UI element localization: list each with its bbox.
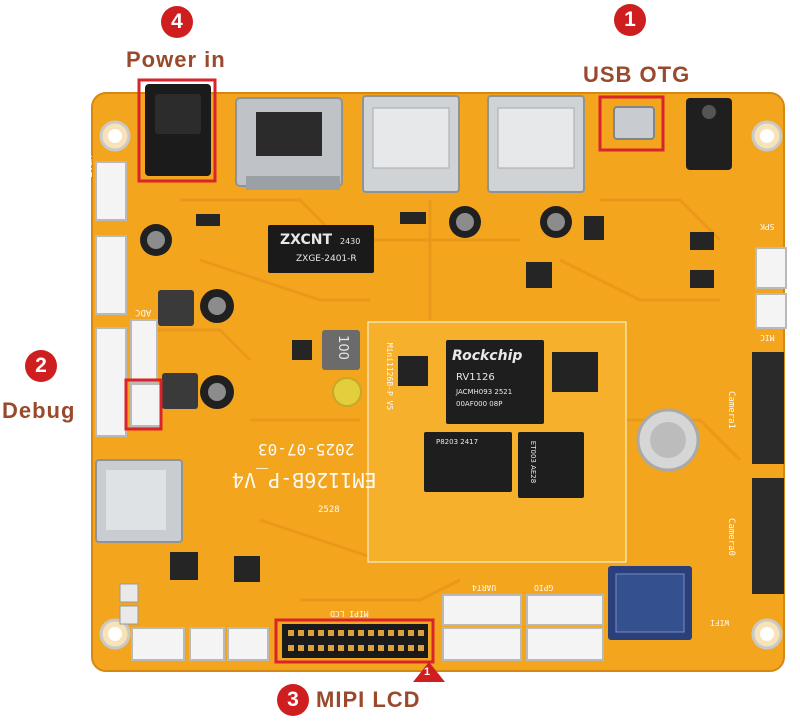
mipi-lcd-header bbox=[282, 624, 428, 658]
callout-power-in-label: Power in bbox=[126, 47, 226, 72]
memory-part-text: P8203 2417 bbox=[436, 438, 479, 446]
micro-usb-port bbox=[613, 106, 655, 140]
magnetics-brand-text: ZXCNT bbox=[280, 232, 332, 248]
pin1-marker-label: 1 bbox=[424, 666, 431, 678]
vbat-silkscreen: VBAT+ bbox=[82, 155, 93, 183]
callout-2-badge: 2 bbox=[25, 350, 57, 382]
spk-silkscreen: SPK bbox=[760, 222, 775, 231]
callout-mipi-lcd-label: MIPI LCD bbox=[316, 687, 421, 712]
soc-part-text: RV1126 bbox=[456, 372, 495, 383]
magnetics-code-text: 2430 bbox=[340, 237, 361, 246]
capacitors bbox=[140, 206, 572, 409]
som-label-silkscreen: Mini1126B-P V5 bbox=[385, 342, 395, 411]
emmc-chip bbox=[518, 432, 584, 498]
gpio-silkscreen: GPIO bbox=[534, 583, 554, 592]
callout-usb-otg-label: USB OTG bbox=[583, 62, 691, 87]
callout-3-badge: 3 bbox=[277, 684, 309, 716]
callout-1-badge: 1 bbox=[614, 4, 646, 36]
emmc-part-text: ET003 AE28 bbox=[529, 440, 538, 484]
mounting-holes bbox=[99, 120, 783, 650]
magnetics-part-text: ZXGE-2401-R bbox=[296, 254, 357, 264]
pin1-marker-triangle bbox=[413, 662, 445, 682]
soc-line1-text: JACMH093 2521 bbox=[456, 388, 513, 396]
rockchip-soc bbox=[446, 340, 544, 424]
callout-debug-label: Debug bbox=[2, 398, 76, 423]
callout-4-badge: 4 bbox=[161, 6, 193, 38]
mic-silkscreen: MIC bbox=[760, 333, 775, 342]
board-date-silkscreen: 2025-07-03 bbox=[258, 440, 355, 459]
debug-highlight-box bbox=[124, 378, 163, 431]
camera0-silkscreen: Camera0 bbox=[725, 518, 736, 556]
board-serial-silkscreen: 2528 bbox=[318, 505, 340, 515]
mipi-lcd-highlight-box bbox=[274, 618, 435, 664]
mipi-lcd-silkscreen: MIPI LCD bbox=[330, 609, 369, 618]
memory-chip bbox=[424, 432, 512, 492]
soc-line2-text: 00AF000 08P bbox=[456, 400, 503, 408]
soc-brand-text: Rockchip bbox=[452, 348, 523, 364]
uart4-silkscreen: UART4 bbox=[472, 583, 497, 592]
inductor-value-text: 100 bbox=[334, 335, 350, 360]
adc-silkscreen: ADC bbox=[135, 307, 152, 317]
camera1-silkscreen: Camera1 bbox=[725, 391, 736, 429]
usb-otg-highlight-box bbox=[598, 95, 665, 152]
camera1-connector bbox=[752, 352, 784, 464]
camera0-connector bbox=[752, 478, 784, 594]
ethernet-magnetics-chip bbox=[268, 225, 374, 273]
power-in-highlight-box bbox=[137, 78, 217, 183]
wifi-silkscreen: WIFI bbox=[710, 618, 730, 627]
audio-jack bbox=[686, 98, 732, 170]
board-model-silkscreen: EM1126B-P_V4 bbox=[232, 468, 377, 492]
